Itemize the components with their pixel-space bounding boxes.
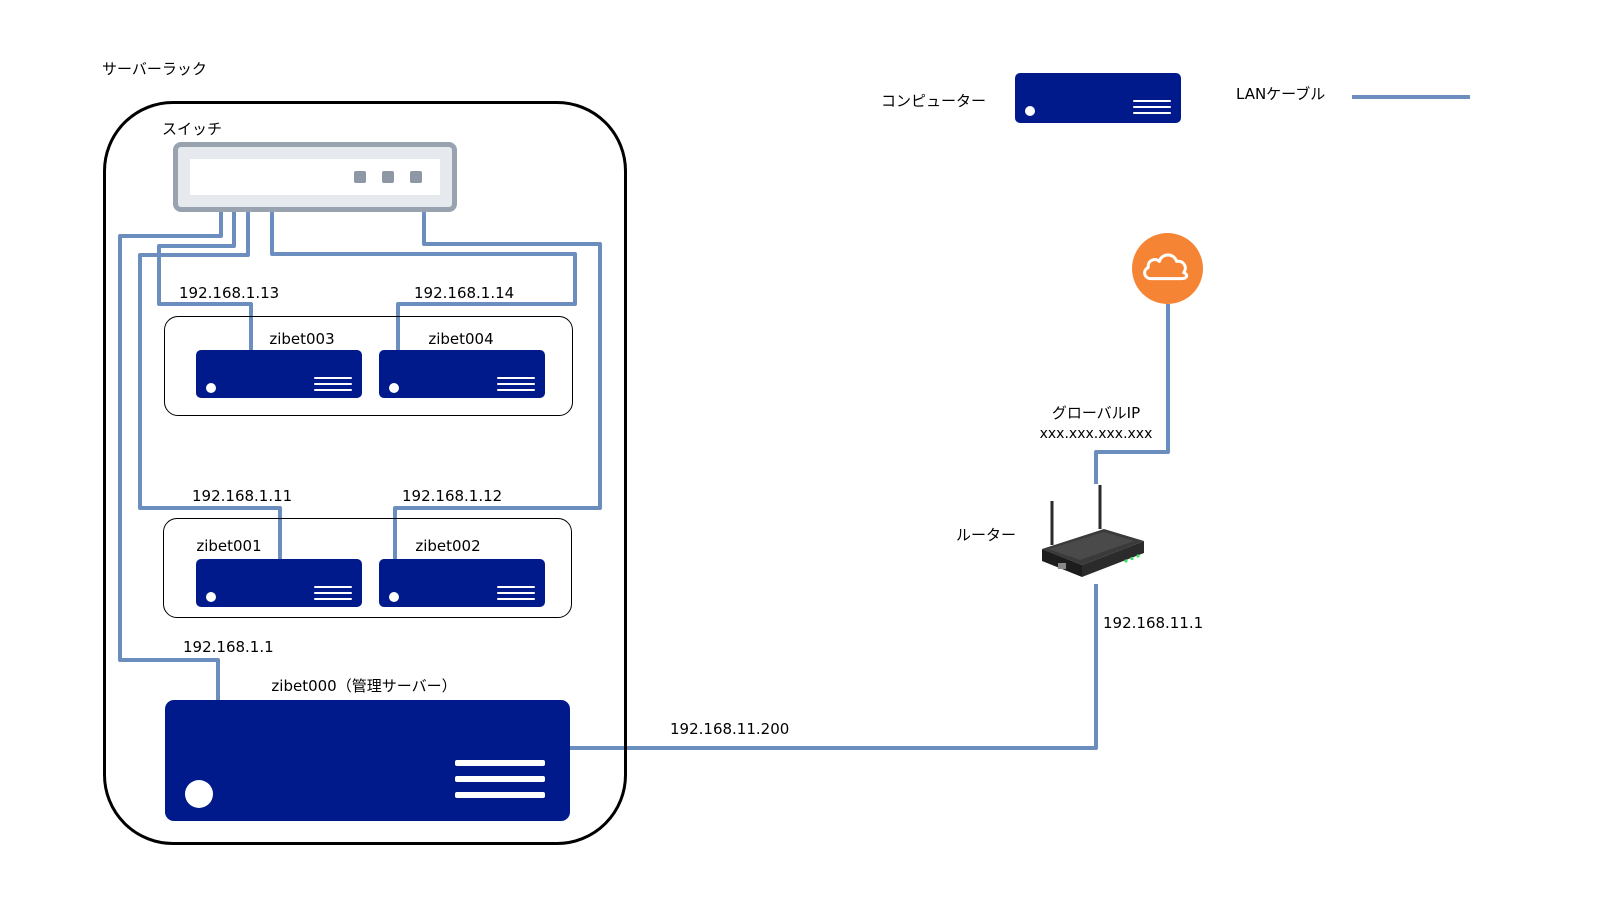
ip-zibet002: 192.168.1.12 xyxy=(402,487,503,505)
global-ip-value: xxx.xxx.xxx.xxx xyxy=(1039,426,1153,442)
server-group-upper xyxy=(164,316,573,416)
router-icon xyxy=(1042,485,1144,577)
name-zibet002: zibet002 xyxy=(415,537,481,555)
server-group-lower xyxy=(163,518,572,618)
switch-label: スイッチ xyxy=(162,120,223,138)
ip-zibet003: 192.168.1.13 xyxy=(179,284,280,302)
legend-cable-label: LANケーブル xyxy=(1236,85,1326,103)
name-zibet004: zibet004 xyxy=(428,330,494,348)
cable-zibet001 xyxy=(138,207,282,560)
server-zibet003[interactable] xyxy=(196,350,362,398)
cable-wan xyxy=(570,584,1098,750)
cable-zibet000 xyxy=(118,207,223,700)
server-zibet002[interactable] xyxy=(379,559,545,607)
rack-label: サーバーラック xyxy=(102,60,207,78)
ip-zibet001: 192.168.1.11 xyxy=(192,487,293,505)
server-zibet000[interactable] xyxy=(165,700,570,821)
router-label: ルーター xyxy=(956,526,1017,544)
global-ip-label: グローバルIP xyxy=(1051,404,1141,422)
name-zibet001: zibet001 xyxy=(196,537,262,555)
cable-zibet003 xyxy=(157,207,253,350)
router-ip: 192.168.11.1 xyxy=(1103,614,1204,632)
server-zibet001[interactable] xyxy=(196,559,362,607)
ip-zibet000: 192.168.1.1 xyxy=(183,638,274,656)
server-rack xyxy=(103,101,627,845)
cloud-icon xyxy=(1132,233,1203,304)
ip-zibet000-wan: 192.168.11.200 xyxy=(670,720,790,738)
name-zibet000: zibet000（管理サーバー） xyxy=(271,677,457,695)
switch-icon xyxy=(173,142,457,212)
legend-computer-icon xyxy=(1015,73,1181,123)
ip-zibet004: 192.168.1.14 xyxy=(414,284,515,302)
cable-zibet004 xyxy=(270,207,577,350)
cable-zibet002 xyxy=(393,207,602,560)
name-zibet003: zibet003 xyxy=(269,330,335,348)
legend-computer-label: コンピューター xyxy=(881,92,987,110)
server-zibet004[interactable] xyxy=(379,350,545,398)
cable-internet xyxy=(1094,304,1170,484)
